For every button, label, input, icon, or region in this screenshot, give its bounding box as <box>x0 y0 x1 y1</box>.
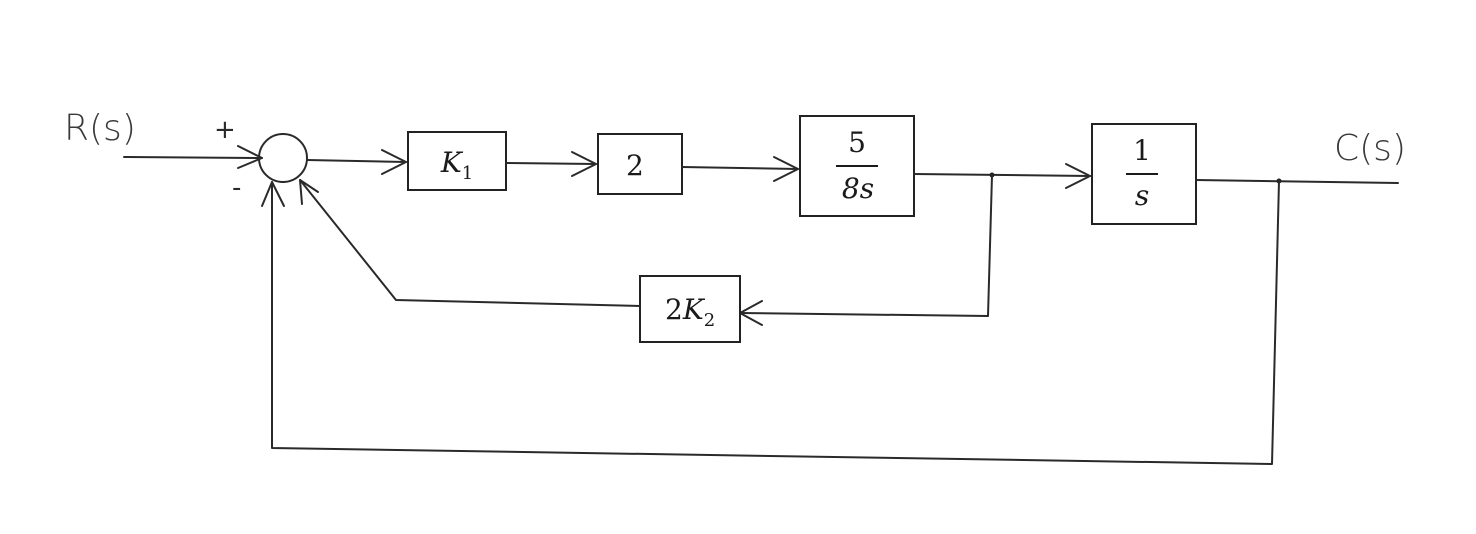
block-k1-text: K1 <box>440 146 473 184</box>
block-integrator-numerator: 1 <box>1133 134 1151 167</box>
inner-feedback-line <box>739 174 993 317</box>
arrowhead-outer-feedback <box>261 181 285 207</box>
outer-feedback-line <box>271 180 1280 465</box>
output-label: C(s) <box>1334 128 1406 169</box>
signal-line-to-k1 <box>306 159 407 163</box>
block-plant-denominator: 8s <box>842 172 874 205</box>
block-feedback-text: 2K2 <box>665 293 715 331</box>
summing-junction <box>258 133 308 183</box>
block-gain-text: 2 <box>626 149 644 182</box>
arrowhead-to-gain <box>571 151 597 177</box>
plus-sign: + <box>214 115 236 145</box>
input-signal-line <box>123 156 263 159</box>
output-signal-line <box>1195 179 1399 184</box>
block-plant-numerator: 5 <box>848 126 866 159</box>
arrowhead-to-k1 <box>381 149 407 175</box>
input-label: R(s) <box>64 108 136 149</box>
block-integrator-denominator: s <box>1135 179 1149 212</box>
inner-feedback-return-line <box>299 179 641 307</box>
input-arrowhead <box>237 145 263 169</box>
minus-sign: - <box>232 173 241 203</box>
block-gain <box>597 133 683 195</box>
signal-line-to-plant <box>681 166 799 170</box>
arrowhead-to-integrator <box>1065 163 1091 189</box>
block-feedback <box>639 275 741 343</box>
signal-line-to-integrator <box>913 173 1091 177</box>
block-k1 <box>407 131 507 191</box>
arrowhead-to-plant <box>773 156 799 182</box>
signal-line-to-gain <box>505 162 597 165</box>
arrowhead-inner-feedback <box>299 179 319 205</box>
